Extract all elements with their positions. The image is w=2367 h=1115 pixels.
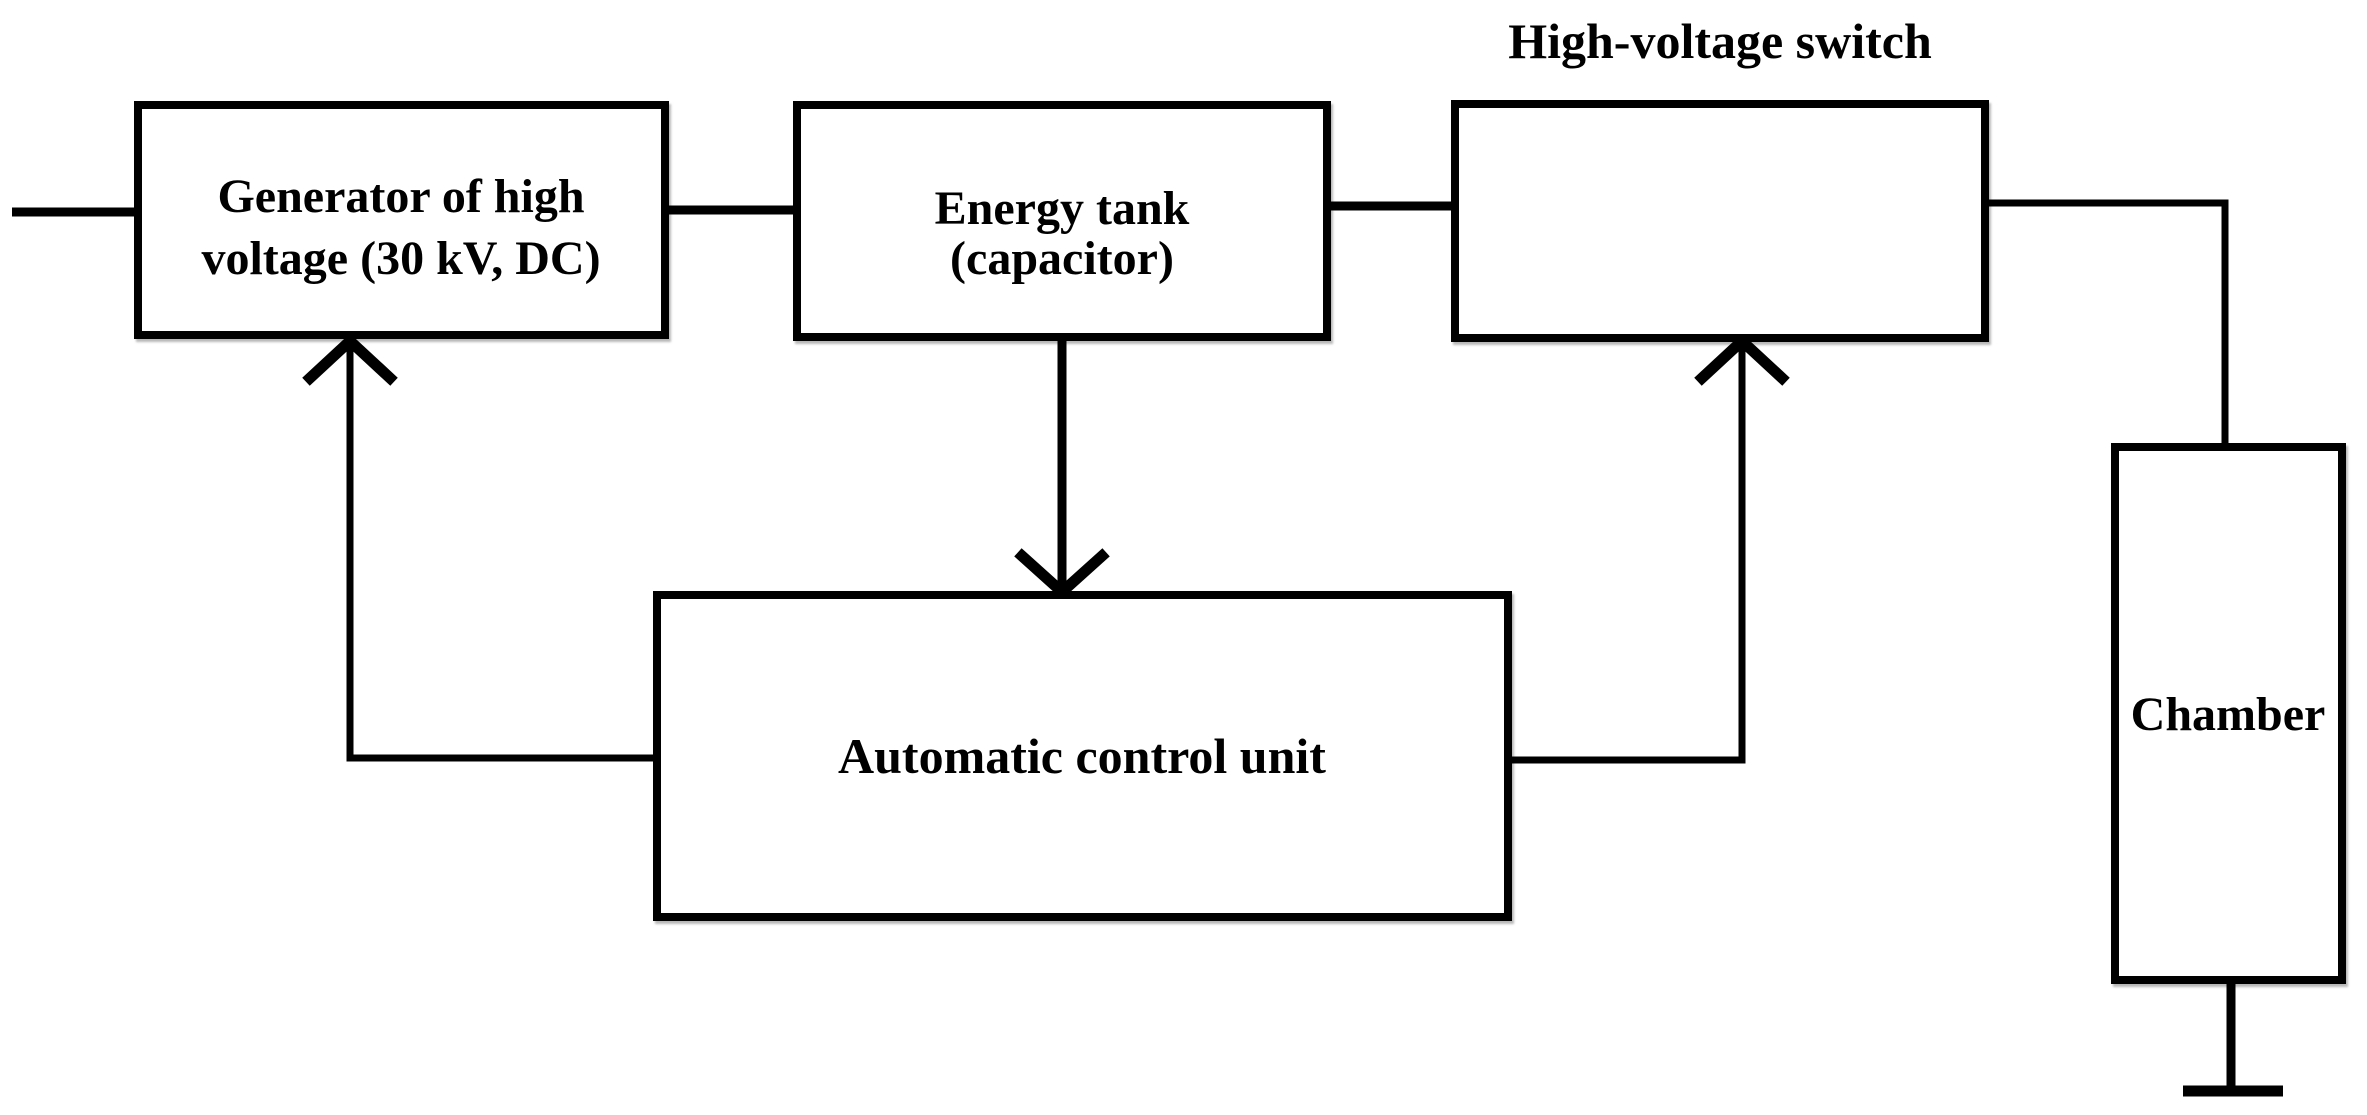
- acu-label: Automatic control unit: [838, 728, 1326, 784]
- arrowhead-up-generator-icon: [302, 333, 398, 386]
- chamber-label: Chamber: [2131, 688, 2326, 741]
- block-generator: [134, 101, 669, 339]
- hv-switch-label: High-voltage switch: [1508, 13, 1932, 69]
- block-chamber: [2111, 443, 2346, 984]
- energy-tank-label-line1: Energy tank: [935, 182, 1190, 235]
- block-acu: [653, 591, 1512, 921]
- block-energy-tank: [793, 101, 1331, 341]
- wire-acu-to-switch: [1508, 344, 1746, 764]
- block-hv-switch: [1451, 100, 1989, 342]
- energy-tank-label-line2: (capacitor): [950, 232, 1174, 285]
- wire-acu-to-generator: [346, 344, 657, 762]
- generator-label-line2: voltage (30 kV, DC): [201, 232, 600, 285]
- generator-label-line1: Generator of high: [217, 170, 584, 223]
